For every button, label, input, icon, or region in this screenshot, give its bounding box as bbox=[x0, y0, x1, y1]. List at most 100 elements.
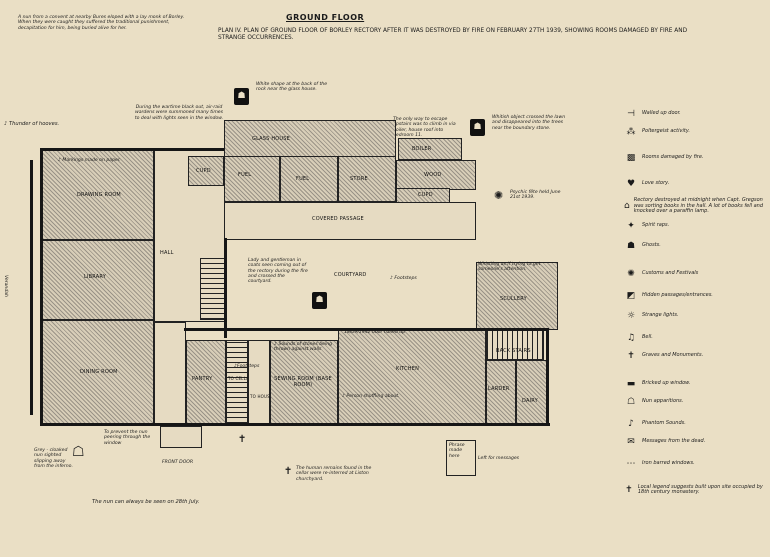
legend-item: ✝ Local legend suggests built upon site o… bbox=[624, 484, 770, 496]
legend-item: ⋯Iron barred windows. bbox=[624, 458, 695, 470]
legend-label: Ghosts. bbox=[642, 242, 661, 249]
legend-item: ⁂Poltergeist activity. bbox=[624, 126, 690, 138]
markings-note: ♪ Markings made on paper. bbox=[58, 158, 121, 163]
larder bbox=[486, 360, 516, 424]
outer-wall-bottom bbox=[40, 423, 550, 426]
pantry-label: Pantry bbox=[192, 376, 213, 382]
legend-item: ▬ Bricked up window. bbox=[624, 378, 691, 390]
fuel-room-1 bbox=[224, 156, 280, 202]
scullery-label: Scullery bbox=[500, 296, 527, 302]
verandah-label: Verandah bbox=[3, 275, 8, 297]
phantom-sound-icon: ♪ bbox=[274, 342, 279, 347]
page-title: Ground Floor bbox=[286, 13, 365, 22]
thunder-note: ♪ Thunder of hooves. bbox=[4, 121, 60, 127]
store-label: Store bbox=[350, 176, 368, 182]
courtyard-label: Courtyard bbox=[334, 272, 367, 278]
covered-passage-label: Covered Passage bbox=[312, 216, 364, 222]
legend-label: Poltergeist activity. bbox=[642, 128, 690, 135]
kitchen-top-wall bbox=[184, 328, 548, 331]
ghost-icon: ☗ bbox=[312, 288, 327, 309]
footsteps-note: ♪ Footsteps bbox=[390, 276, 417, 281]
covered-passage bbox=[224, 202, 476, 240]
legend-item: ⌂Rectory destroyed at midnight when Capt… bbox=[624, 197, 770, 215]
fuel-label-1: Fuel bbox=[238, 172, 252, 178]
nun-prevent-note: To prevent the nun peering through the w… bbox=[104, 430, 151, 446]
customs-icon: ✺ bbox=[494, 189, 504, 202]
library bbox=[42, 240, 154, 320]
dairy bbox=[516, 360, 548, 424]
cupd-label-1: Cupd bbox=[196, 168, 211, 174]
sewing-room bbox=[270, 340, 338, 424]
local-legend-icon: ✝ bbox=[625, 485, 633, 495]
legend-item: ♫ Bell. bbox=[624, 332, 653, 344]
person-shuffling-note: ♪ Person shuffling about. bbox=[342, 394, 400, 399]
bell-icon: ♫ bbox=[626, 333, 636, 343]
nun-story-note: A nun from a convent at nearby Bures elo… bbox=[18, 15, 185, 31]
legend-item: ✉Messages from the dead. bbox=[624, 436, 705, 448]
psychic-fete-note: Psychic fête held June 21st 1939. bbox=[510, 190, 561, 201]
legend-label: Bell. bbox=[642, 334, 653, 341]
phantom-sounds-icon: ♪ bbox=[628, 419, 634, 429]
dairy-label: Dairy bbox=[522, 398, 538, 404]
escape-note: The only way to escape upstairs was to c… bbox=[393, 117, 456, 138]
front-porch bbox=[160, 426, 202, 448]
legend-item: ✦Spirit raps. bbox=[624, 220, 669, 232]
wood-label: Wood bbox=[424, 172, 442, 178]
graves-icon: ✝ bbox=[627, 351, 635, 361]
nun-icon: ☖ bbox=[626, 397, 636, 407]
cupd-label-2: Cupd bbox=[418, 192, 433, 198]
hidden-passages-icon: ◩ bbox=[626, 291, 636, 301]
cupd-room-1 bbox=[188, 156, 224, 186]
glass-house-label: Glass House bbox=[252, 136, 291, 142]
hall-label: Hall bbox=[160, 250, 174, 256]
cellar-stairs bbox=[226, 340, 248, 424]
outer-wall-right bbox=[546, 328, 549, 426]
fuel-label-2: Fuel bbox=[296, 176, 310, 182]
legend-item: ☼ Strange lights. bbox=[624, 310, 679, 322]
legend-item: ☖Nun apparitions. bbox=[624, 396, 683, 408]
phantom-sound-icon: ♪ bbox=[4, 121, 9, 127]
bricked-window-icon: ▬ bbox=[626, 379, 636, 389]
legend-item: ✝ Graves and Monuments. bbox=[624, 350, 703, 362]
grave-icon: ✝ bbox=[284, 466, 293, 477]
phantom-sound-icon: ♪ bbox=[58, 158, 63, 163]
whistling-note: Whistling as if trying to get someone's … bbox=[478, 262, 541, 273]
messages-icon: ✉ bbox=[627, 437, 635, 447]
scullery bbox=[476, 262, 558, 330]
legend-label: Strange lights. bbox=[642, 312, 679, 319]
staircase bbox=[200, 258, 226, 320]
wartime-note: During the wartime black out, air-raid w… bbox=[134, 105, 224, 121]
to-house-label: To house bbox=[250, 394, 273, 399]
dining-room bbox=[42, 320, 154, 425]
courtyard-wall bbox=[224, 238, 227, 338]
legend-label: Iron barred windows. bbox=[642, 460, 695, 467]
whitish-object-note: Whitish object crossed the lawn and disa… bbox=[492, 115, 566, 131]
phantom-sound-icon: ♪ bbox=[342, 394, 347, 399]
legend-item: ♥Love story. bbox=[624, 178, 669, 190]
legend-label: Walled up door. bbox=[642, 110, 681, 117]
grave-icon: ✝ bbox=[238, 434, 247, 445]
legend-label: Phantom Sounds. bbox=[642, 420, 686, 427]
legend-label: Graves and Monuments. bbox=[642, 352, 704, 359]
white-shape-note: White shape at the back of the rock near… bbox=[256, 82, 328, 93]
kitchen-label: Kitchen bbox=[396, 366, 420, 372]
legend-label: Rectory destroyed at midnight when Capt.… bbox=[633, 197, 763, 214]
ghost-icon: ☗ bbox=[234, 84, 249, 105]
rectory-destroyed-icon: ⌂ bbox=[624, 201, 630, 212]
door-nailed-note: 18/09/1942 door nailed up bbox=[344, 330, 406, 335]
back-stairs bbox=[486, 330, 544, 360]
strange-lights-icon: ☼ bbox=[626, 311, 636, 321]
legend-item: ♪ Phantom Sounds. bbox=[624, 418, 686, 430]
footsteps-small-note: ♪Footsteps bbox=[234, 364, 260, 369]
back-stairs-label: Back stairs bbox=[496, 348, 531, 354]
legend-label: Local legend suggests built upon site oc… bbox=[637, 483, 763, 495]
library-label: Library bbox=[84, 274, 106, 280]
phrase-note: Phrase made here bbox=[446, 440, 476, 476]
legend-label: Bricked up window. bbox=[642, 380, 691, 387]
drawing-room-label: Drawing Room bbox=[77, 192, 121, 198]
to-house-passage bbox=[248, 340, 270, 424]
legend-label: Rooms damaged by fire. bbox=[642, 154, 704, 161]
nun-icon: ☖ bbox=[72, 444, 85, 460]
lady-gentleman-note: Lady and gentleman in coats seen coming … bbox=[248, 258, 308, 285]
glass-house bbox=[224, 120, 396, 158]
